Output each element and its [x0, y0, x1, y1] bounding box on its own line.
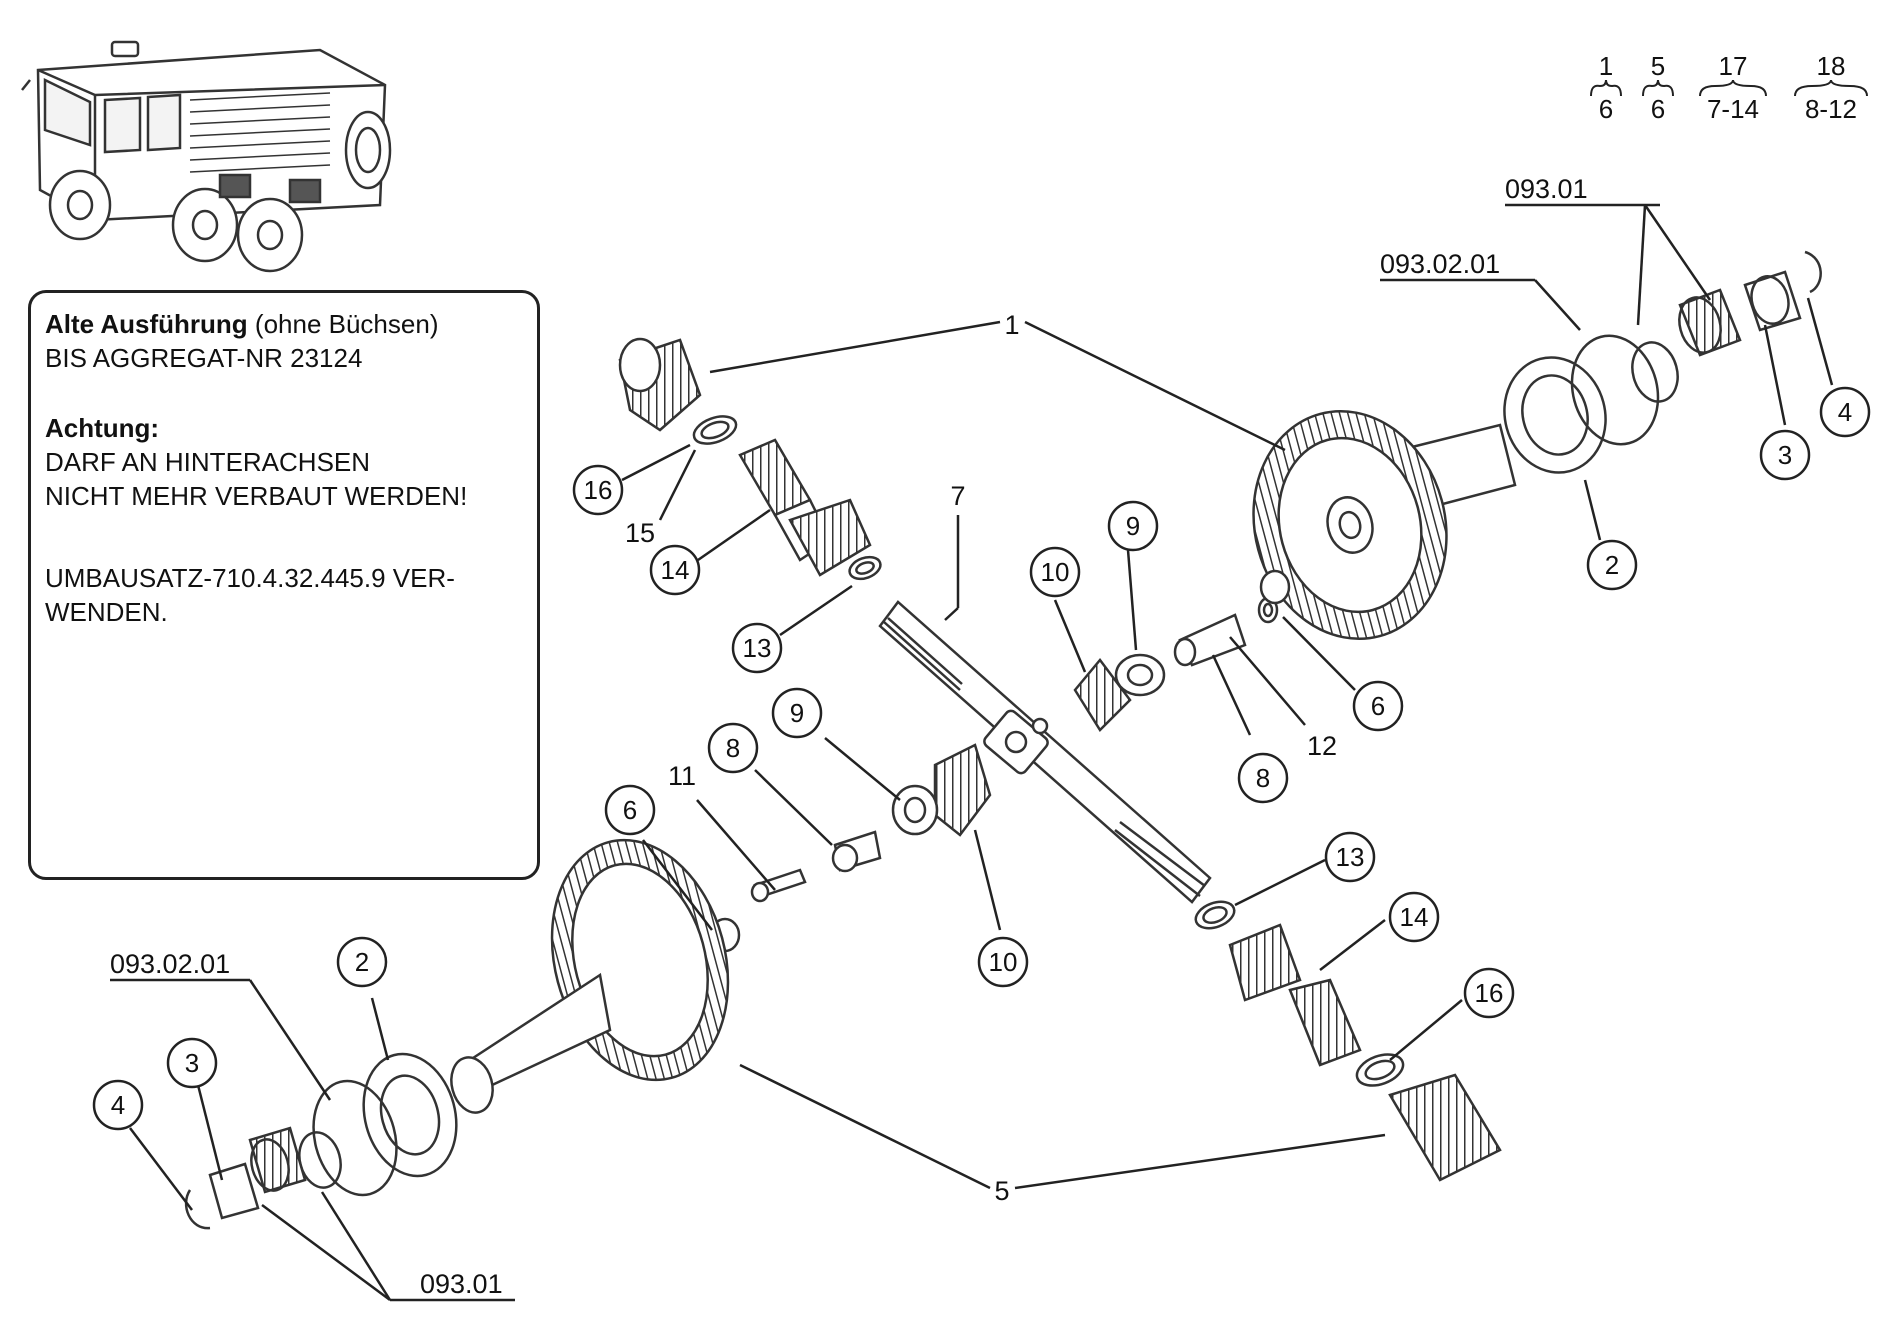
- note-line-6: UMBAUSATZ-710.4.32.445.9 VER-: [45, 563, 455, 593]
- pinion-gear-lower: [1194, 900, 1502, 1182]
- callout-13a: 13: [743, 633, 772, 663]
- crown-wheel-lower: [184, 838, 730, 1230]
- differential-gears-lower: [709, 743, 992, 953]
- callout-16a: 16: [584, 475, 613, 505]
- group-braces: [1590, 79, 1868, 97]
- callout-9a: 9: [1126, 511, 1140, 541]
- callout-14a: 14: [661, 555, 690, 585]
- group-3-bottom: 7-14: [1707, 94, 1759, 124]
- callout-8b: 8: [726, 733, 740, 763]
- group-4-top: 18: [1817, 51, 1846, 81]
- callout-labels: 16 14 13 10 9 6 8 2 3 4 9 8 6 10 13 14 1…: [111, 397, 1852, 1120]
- callout-10a: 10: [1041, 557, 1070, 587]
- label-1: 1: [1004, 310, 1019, 340]
- callout-9b: 9: [790, 698, 804, 728]
- vehicle-icon: [21, 40, 392, 273]
- label-5: 5: [994, 1176, 1009, 1206]
- callout-3a: 3: [1778, 440, 1792, 470]
- old-version-note: Alte Ausführung (ohne Büchsen) BIS AGGRE…: [28, 290, 540, 880]
- group-legend: 1 6 5 6 17 7-14 18 8-12: [1599, 51, 1857, 124]
- note-line-4: DARF AN HINTERACHSEN: [45, 447, 371, 477]
- label-093-01-bottom: 093.01: [420, 1269, 503, 1299]
- callout-14b: 14: [1400, 902, 1429, 932]
- callout-2a: 2: [1605, 550, 1619, 580]
- label-7: 7: [950, 481, 965, 511]
- callout-4b: 4: [111, 1090, 125, 1120]
- plain-labels: 1 15 7 12 11 5 093.01 093.02.01 093.02.0…: [110, 174, 1588, 1299]
- label-15: 15: [625, 518, 655, 548]
- group-2-bottom: 6: [1651, 94, 1665, 124]
- group-3-top: 17: [1719, 51, 1748, 81]
- label-093-02-01-bottom: 093.02.01: [110, 949, 230, 979]
- crown-wheel-upper: [1252, 250, 1822, 641]
- callout-16b: 16: [1475, 978, 1504, 1008]
- group-1-bottom: 6: [1599, 94, 1613, 124]
- callout-13b: 13: [1336, 842, 1365, 872]
- group-1-top: 1: [1599, 51, 1613, 81]
- callout-2b: 2: [355, 947, 369, 977]
- note-line-7: WENDEN.: [45, 597, 168, 627]
- differential-gears-upper: [1073, 596, 1279, 732]
- label-093-01-top: 093.01: [1505, 174, 1588, 204]
- note-line-1: Alte Ausführung (ohne Büchsen): [45, 309, 439, 339]
- differential-shaft-7: [878, 600, 1212, 904]
- label-11: 11: [668, 761, 696, 791]
- label-093-02-01-top: 093.02.01: [1380, 249, 1500, 279]
- callout-4a: 4: [1838, 397, 1852, 427]
- callout-6a: 6: [1371, 691, 1385, 721]
- group-2-top: 5: [1651, 51, 1665, 81]
- callout-10b: 10: [989, 947, 1018, 977]
- note-line-2: BIS AGGREGAT-NR 23124: [45, 343, 363, 373]
- callout-8a: 8: [1256, 763, 1270, 793]
- group-4-bottom: 8-12: [1805, 94, 1857, 124]
- note-line-5: NICHT MEHR VERBAUT WERDEN!: [45, 481, 468, 511]
- leader-lines: [110, 203, 1834, 1302]
- pinion-gear-upper: [618, 337, 882, 581]
- callout-3b: 3: [185, 1048, 199, 1078]
- callout-6b: 6: [623, 795, 637, 825]
- callout-circles: [92, 386, 1871, 1131]
- note-line-3: Achtung:: [45, 413, 160, 443]
- label-12: 12: [1307, 731, 1337, 761]
